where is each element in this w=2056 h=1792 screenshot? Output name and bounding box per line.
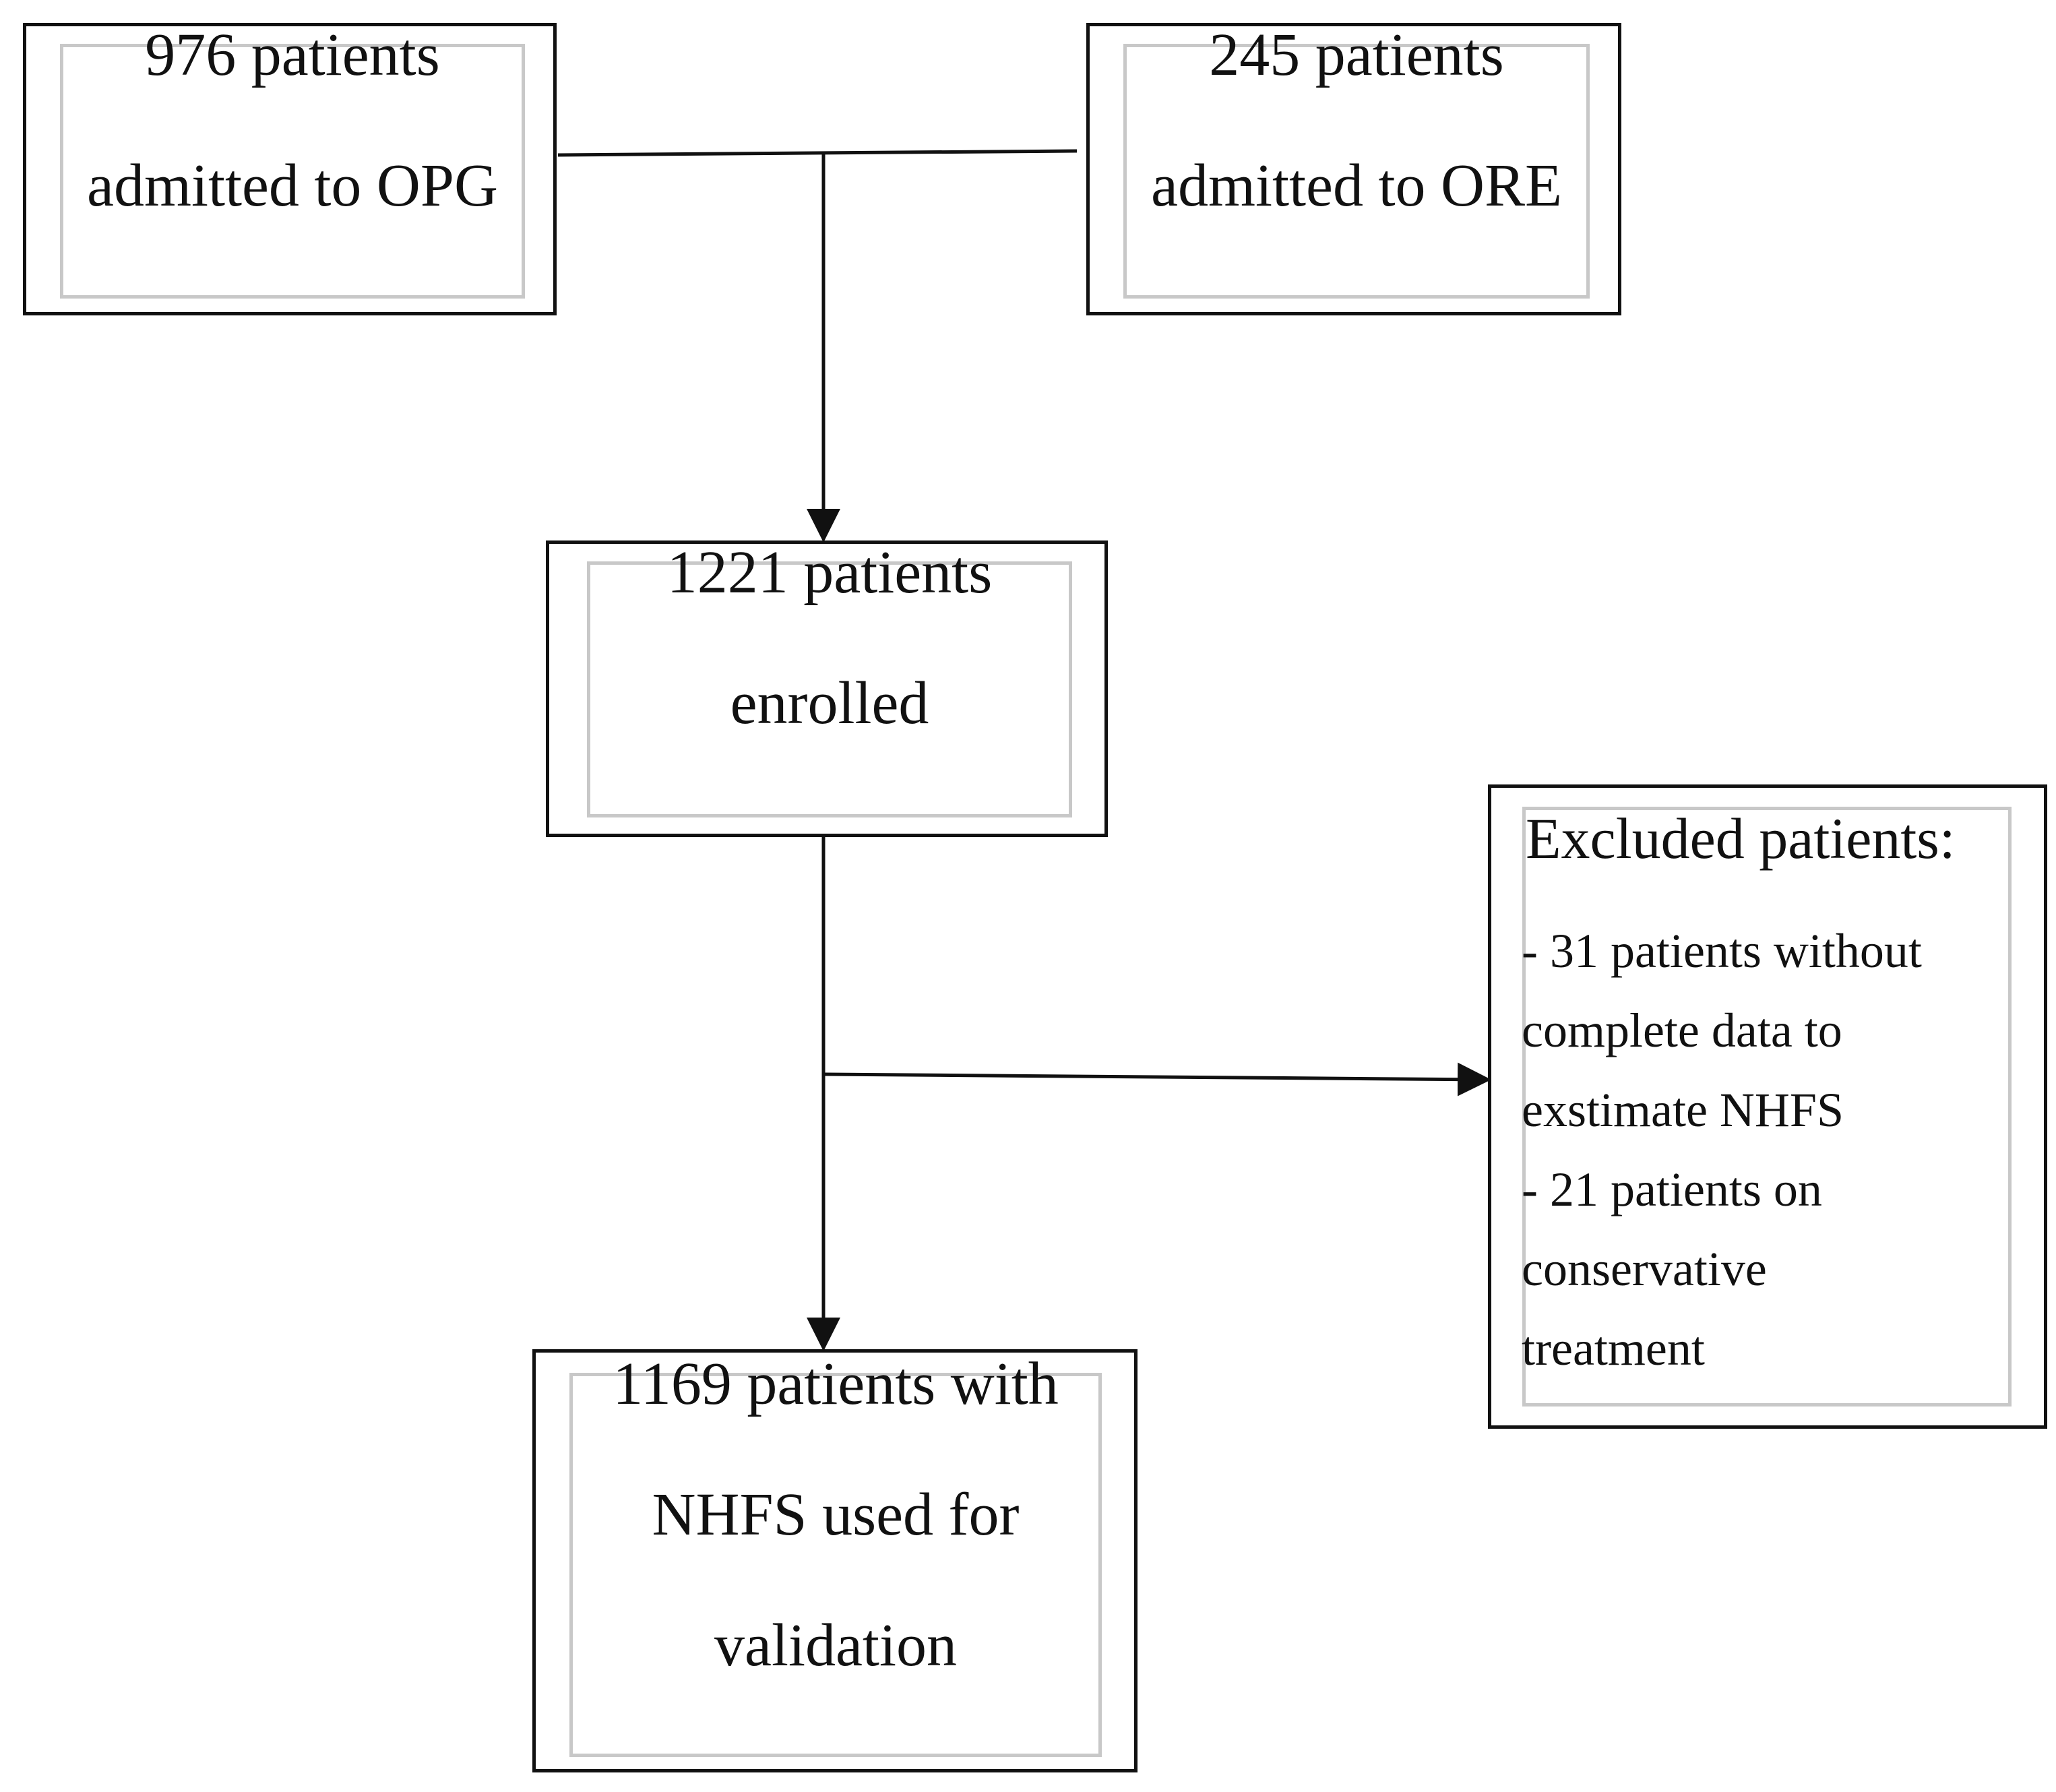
enrolled-status-label: enrolled	[730, 670, 929, 737]
ore-admission-box: 245 patients admitted to ORE	[1086, 22, 1621, 315]
opg-count-label: 976 patients	[145, 22, 440, 88]
validation-count-label: 1169 patients with	[613, 1351, 1059, 1417]
validation-inner: 1169 patients with NHFS used for validat…	[569, 1351, 1102, 1757]
enrolled-count-label: 1221 patients	[666, 539, 993, 606]
excluded-line: complete data to	[1522, 1003, 1842, 1057]
excluded-line: treatment	[1522, 1322, 1705, 1376]
validation-purpose-label: validation	[714, 1612, 957, 1679]
excluded-box: Excluded patients: - 31 patients without…	[1488, 784, 2047, 1429]
enrolled-inner: 1221 patients enrolled	[587, 539, 1072, 817]
merge-connector	[557, 149, 1078, 157]
excluded-line: - 21 patients on	[1522, 1163, 1822, 1216]
opg-unit-label: admitted to OPG	[87, 152, 498, 219]
enrolled-box: 1221 patients enrolled	[546, 539, 1108, 837]
ore-admission-inner: 245 patients admitted to ORE	[1123, 22, 1590, 299]
excluded-inner: Excluded patients: - 31 patients without…	[1522, 806, 2012, 1407]
validation-box: 1169 patients with NHFS used for validat…	[532, 1349, 1138, 1772]
ore-count-label: 245 patients	[1209, 22, 1504, 88]
opg-admission-inner: 976 patients admitted to OPG	[60, 22, 525, 299]
excluded-line: - 31 patients without	[1522, 924, 1922, 978]
excluded-line: exstimate NHFS	[1522, 1083, 1844, 1137]
validation-method-label: NHFS used for	[652, 1481, 1020, 1548]
excluded-line: conservative	[1522, 1242, 1767, 1296]
excluded-title: Excluded patients:	[1526, 806, 1956, 871]
excluded-reasons-list: - 31 patients without complete data to e…	[1522, 911, 1922, 1388]
ore-unit-label: admitted to ORE	[1151, 152, 1562, 219]
arrow-to-excluded	[823, 1062, 1491, 1096]
opg-admission-box: 976 patients admitted to OPG	[23, 22, 557, 315]
